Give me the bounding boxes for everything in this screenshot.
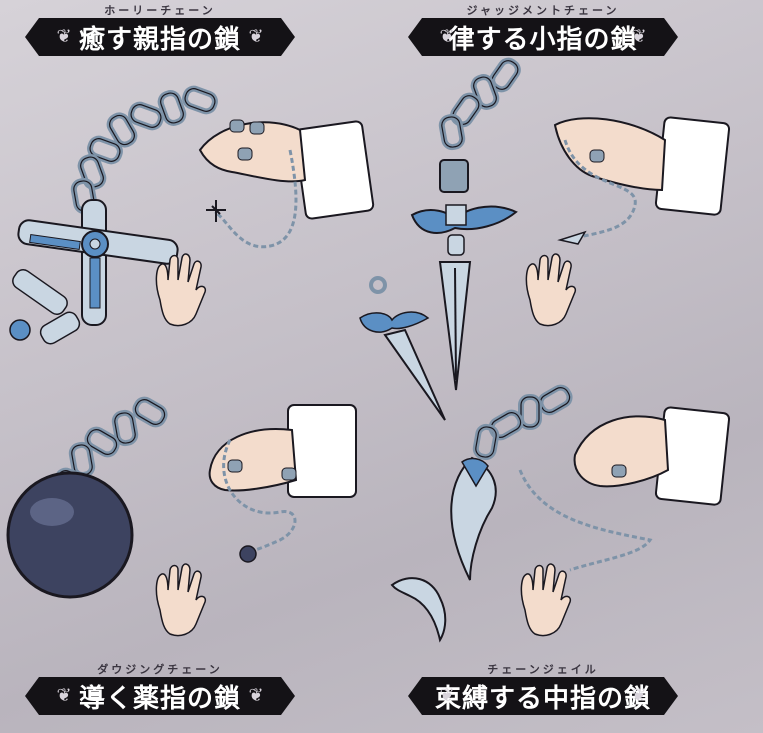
holy-chain-cross-small [9,268,81,345]
label-ruby: チェーンジェイル [487,663,599,676]
judgement-chain-dagger [410,58,521,391]
chain-jail-hook [450,385,572,581]
ornament-flourish-icon: ❦ [439,26,455,47]
open-hand-icon [155,563,207,637]
label-chain-jail: チェーンジェイル ❦ 束縛する中指の鎖 ❦ [408,663,678,715]
ornament-flourish-icon: ❦ [56,26,72,47]
middle-finger-chain-hand [518,406,731,572]
ring-chain-hand [208,404,357,563]
label-title: 導く薬指の鎖 [78,683,241,714]
open-hand-icon [520,563,572,637]
judgement-chain-dagger-small [359,276,446,421]
thumb-chain-hand [198,119,375,249]
label-plate: ❦ 導く薬指の鎖 ❦ [25,677,295,715]
open-hand-icon [525,253,577,327]
label-plate: ❦ 癒す親指の鎖 ❦ [25,18,295,56]
ornament-flourish-icon: ❦ [439,685,455,706]
label-plate: ❦ 束縛する中指の鎖 ❦ [408,677,678,715]
ornament-flourish-icon: ❦ [631,685,647,706]
label-ruby: ダウジングチェーン [97,663,223,676]
label-ruby: ジャッジメントチェーン [466,4,620,17]
label-dowsing-chain: ダウジングチェーン ❦ 導く薬指の鎖 ❦ [25,663,295,715]
dowsing-chain-ball [6,397,167,599]
pinky-chain-hand [553,116,731,245]
label-title: 束縛する中指の鎖 [434,683,651,714]
label-title: 癒す親指の鎖 [78,24,241,55]
ornament-flourish-icon: ❦ [56,685,72,706]
label-plate: ❦ 律する小指の鎖 ❦ [408,18,678,56]
ornament-flourish-icon: ❦ [248,685,264,706]
label-judgement-chain: ジャッジメントチェーン ❦ 律する小指の鎖 ❦ [408,4,678,56]
label-ruby: ホーリーチェーン [104,4,216,17]
holy-chain-cross [17,86,217,326]
label-holy-chain: ホーリーチェーン ❦ 癒す親指の鎖 ❦ [25,4,295,56]
ornament-flourish-icon: ❦ [631,26,647,47]
ornament-flourish-icon: ❦ [248,26,264,47]
open-hand-icon [155,253,207,327]
chain-jail-hook-small [390,577,447,643]
label-title: 律する小指の鎖 [448,24,638,55]
